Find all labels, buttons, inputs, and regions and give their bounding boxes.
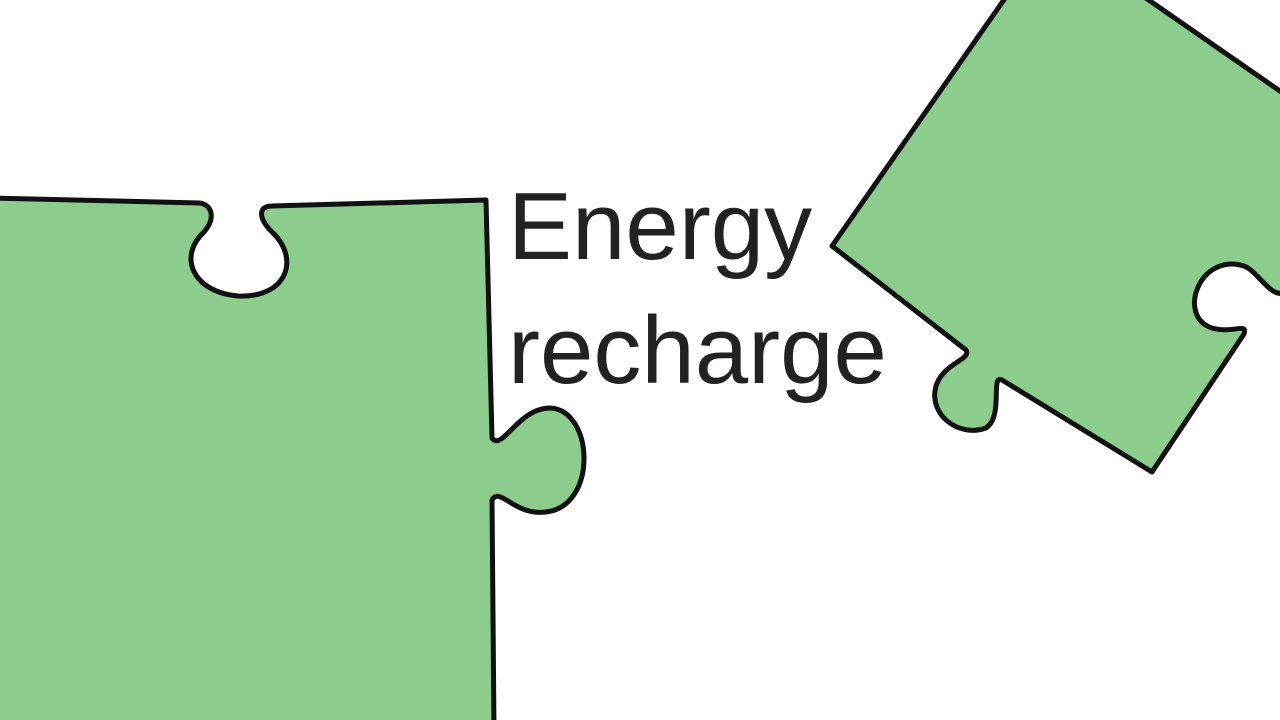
title-line-energy: Energy <box>508 173 813 280</box>
right-puzzle-piece-icon <box>829 0 1280 475</box>
title-line-recharge: recharge <box>508 297 887 404</box>
left-puzzle-piece-icon <box>0 195 587 720</box>
slide-title: Energy recharge <box>508 165 928 413</box>
